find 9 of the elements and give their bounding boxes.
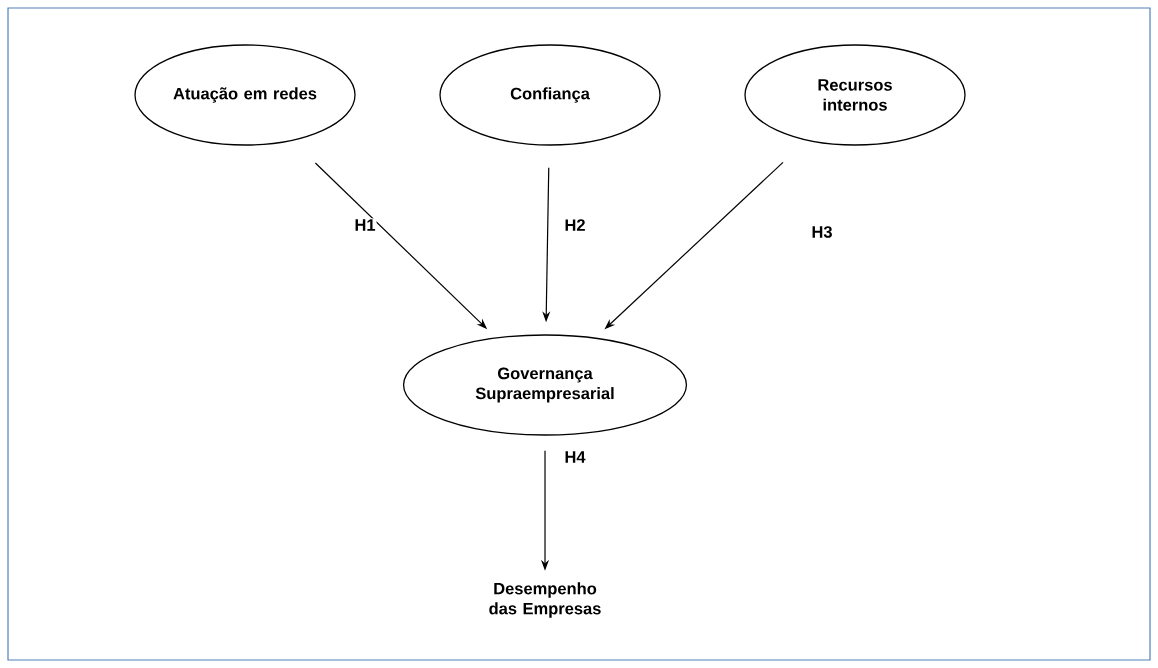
ellipse-node: Recursos internos (744, 44, 966, 146)
edge-label: H2 (563, 218, 587, 232)
edge-label: H4 (563, 450, 587, 464)
edge-label: H1 (353, 218, 377, 232)
edge-label: H3 (810, 225, 834, 239)
ellipse-node: Confiança (439, 44, 661, 146)
ellipse-node: Governança Supraempresarial (402, 334, 688, 436)
ellipse-node: Atuação em redes (134, 44, 356, 146)
node-text: Desempenho das Empresas (489, 582, 601, 618)
